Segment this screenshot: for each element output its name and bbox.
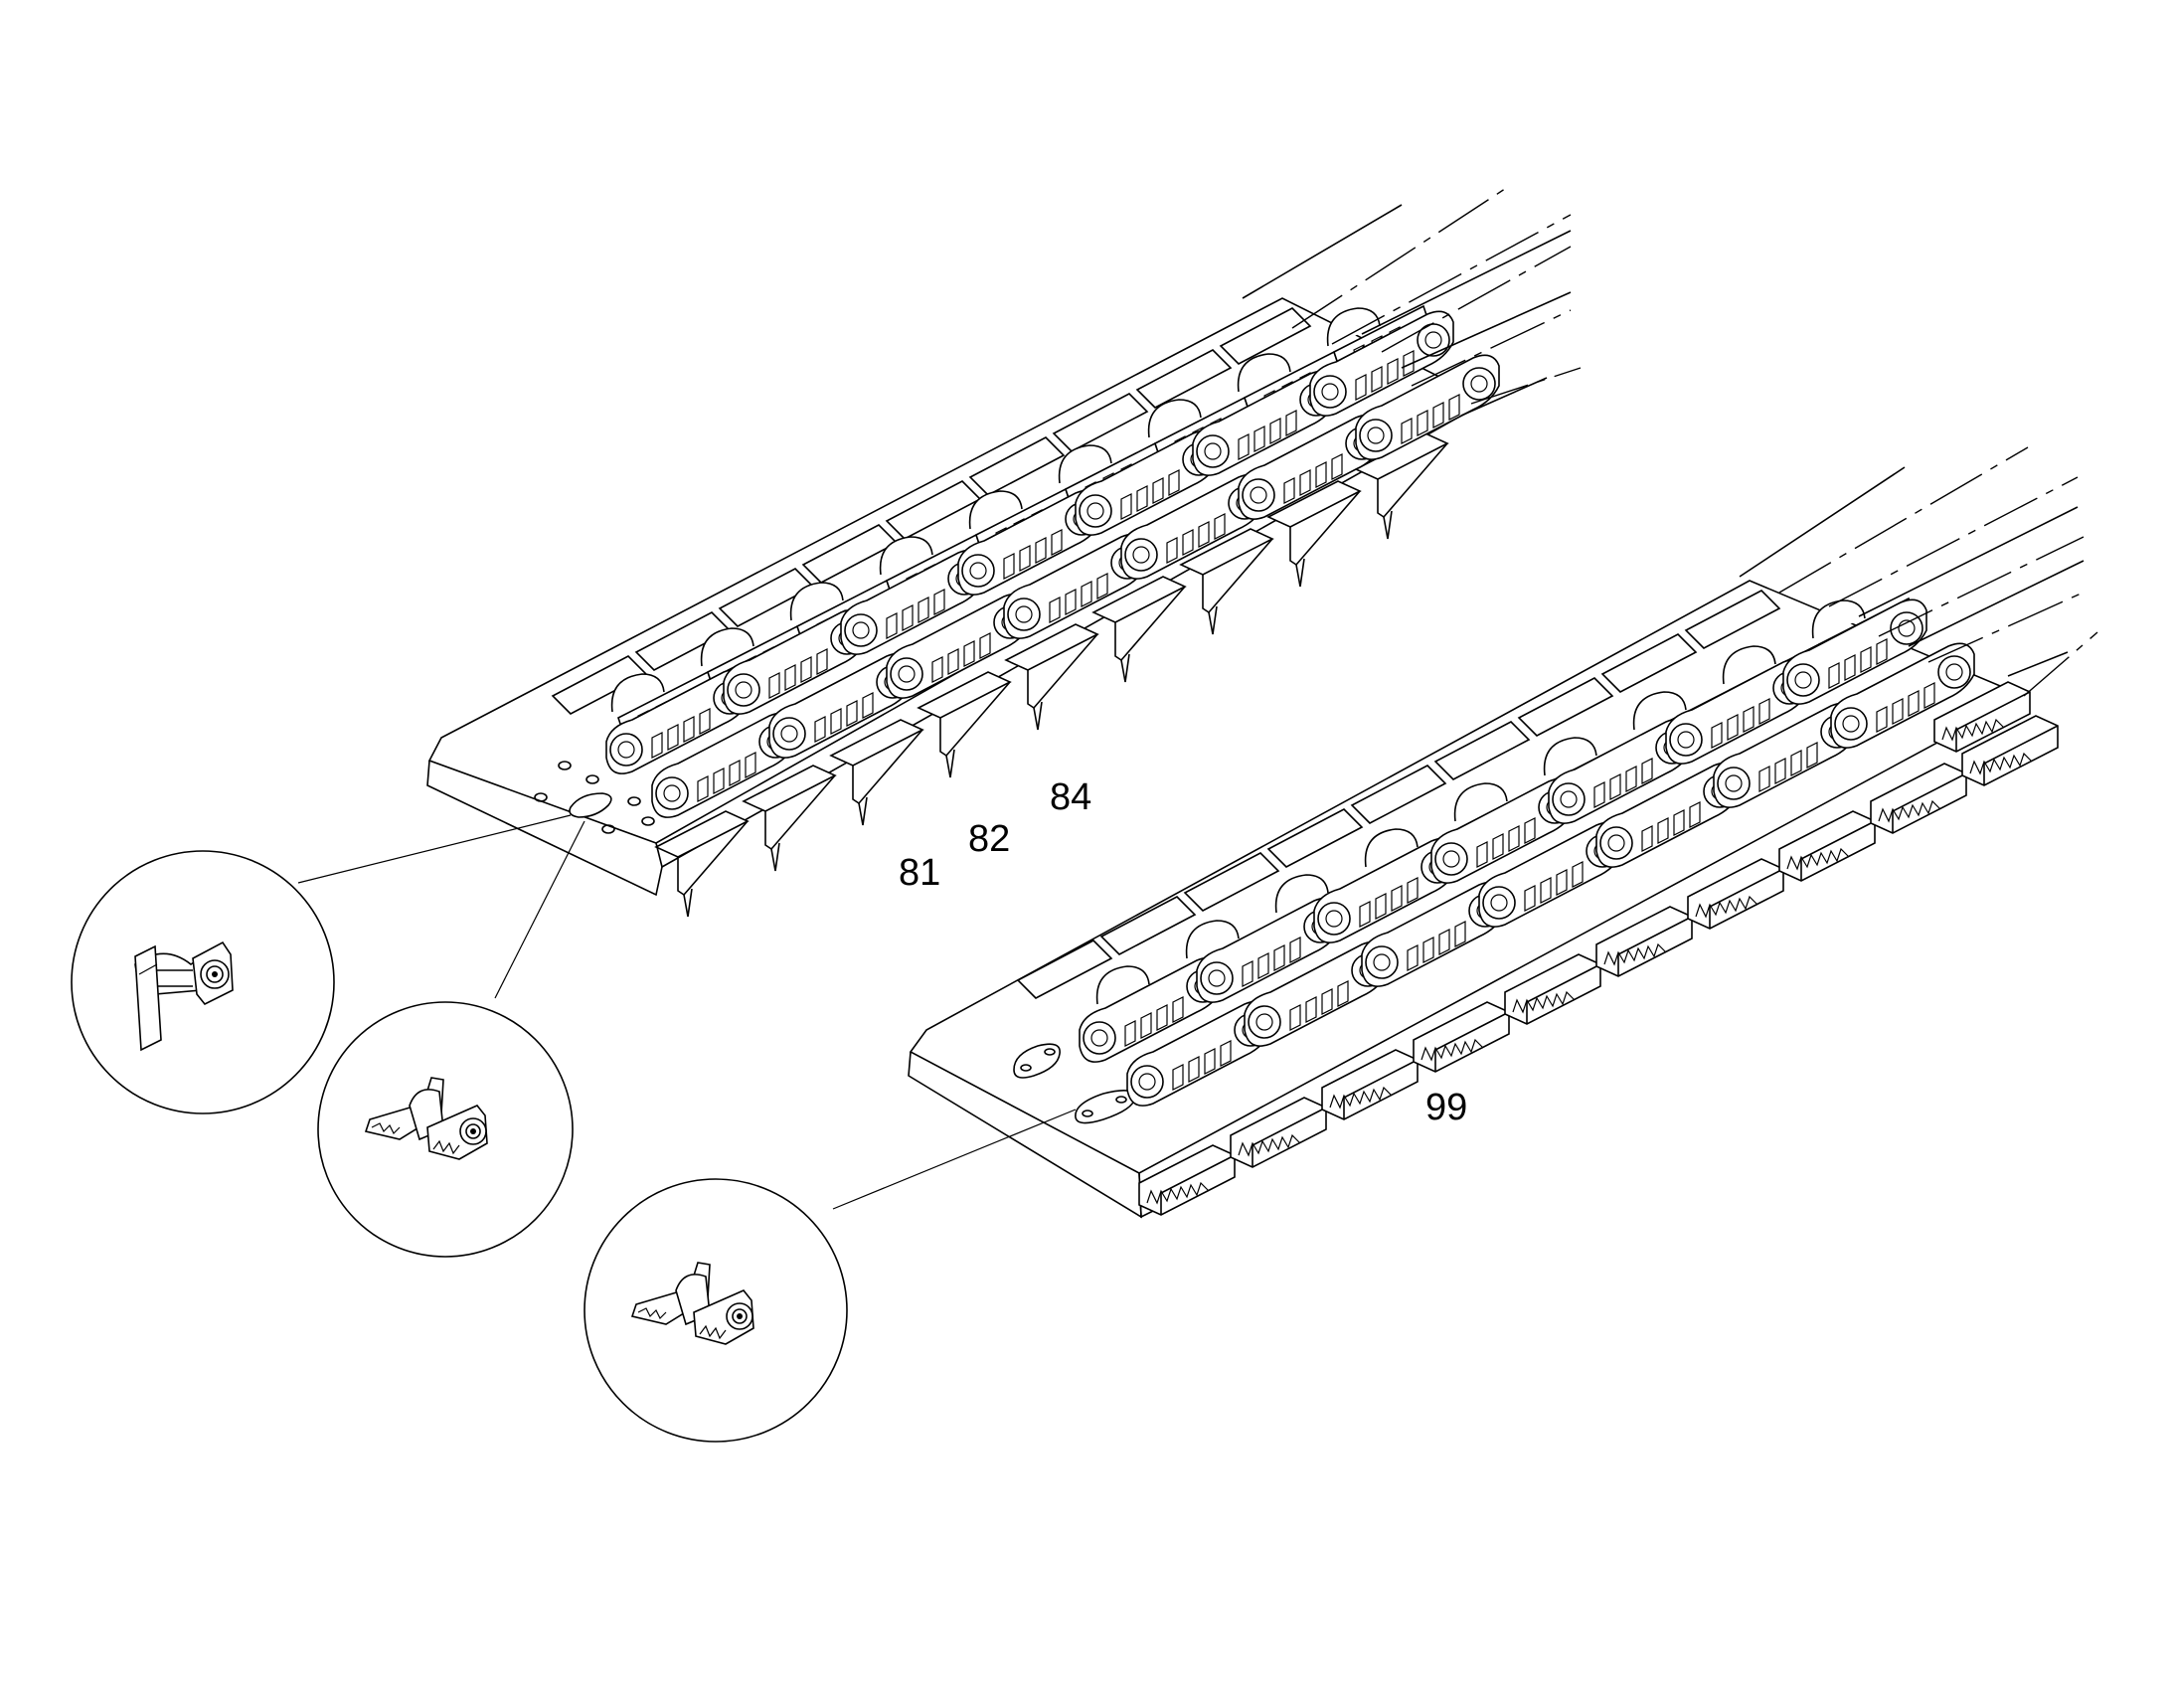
label-82: 82 xyxy=(968,818,1010,860)
upper-plate-holes xyxy=(534,761,655,834)
leader-line-3 xyxy=(832,1109,1077,1210)
lower-track-rear-ridges xyxy=(1016,590,1781,999)
detail-circle-2 xyxy=(317,1001,574,1258)
upper-centerlines xyxy=(1242,184,1582,417)
reference-labels: 81 82 84 99 xyxy=(899,776,1467,1128)
lower-centerlines xyxy=(1739,446,2098,697)
upper-track-assembly xyxy=(426,184,1582,918)
leader-line-2 xyxy=(494,820,585,999)
label-81: 81 xyxy=(899,852,940,894)
detail-circle-1 xyxy=(71,850,335,1114)
detail-circle-3 xyxy=(584,1178,848,1443)
label-99: 99 xyxy=(1425,1087,1467,1128)
label-84: 84 xyxy=(1050,776,1091,818)
leader-line-1 xyxy=(297,814,572,884)
detail-callouts xyxy=(71,814,1077,1443)
lower-middle-link-rail xyxy=(1079,598,1927,1063)
upper-track-rear-ridges xyxy=(551,307,1312,715)
lower-track-assembly xyxy=(908,446,2098,1219)
